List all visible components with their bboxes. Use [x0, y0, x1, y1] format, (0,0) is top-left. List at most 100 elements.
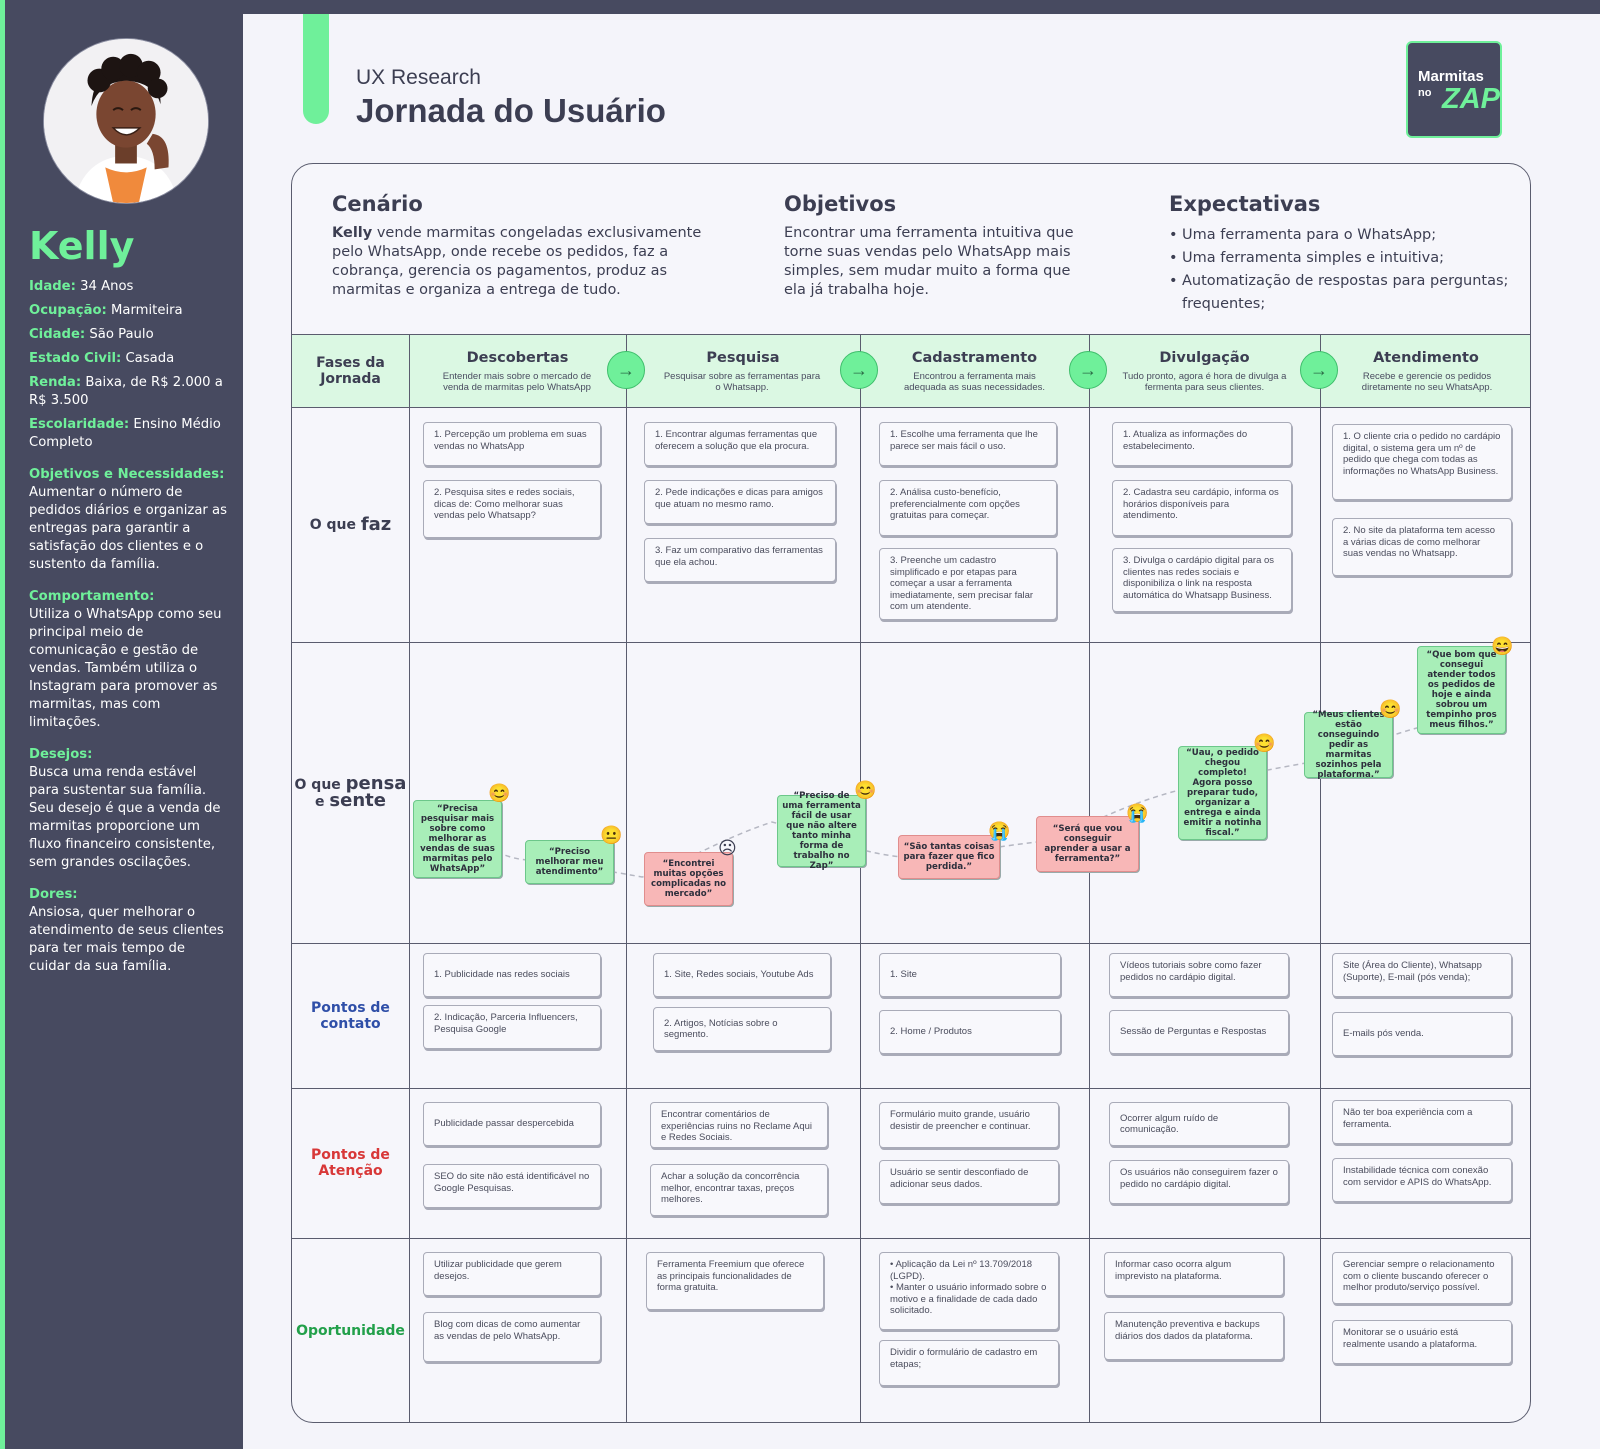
- action-card: 2. Cadastra seu cardápio, informa os hor…: [1112, 480, 1292, 536]
- thought-note: “Será que vou conseguir aprender a usar …: [1036, 816, 1139, 872]
- action-card: 1. O cliente cria o pedido no cardápio d…: [1332, 424, 1512, 500]
- divider: [292, 642, 1530, 643]
- divider: [292, 1238, 1530, 1239]
- persona-avatar: [43, 38, 209, 204]
- touchpoint-card: Sessão de Perguntas e Respostas: [1109, 1010, 1289, 1054]
- emotion-curve: [456, 721, 1443, 878]
- persona-goals: Objetivos e Necessidades:Aumentar o núme…: [29, 467, 227, 572]
- action-card: 2. Pesquisa sites e redes sociais, dicas…: [423, 480, 601, 538]
- persona-photo: [44, 39, 208, 203]
- divider: [292, 334, 1530, 335]
- persona-details: Idade: 34 Anos Ocupação: Marmiteira Cida…: [29, 278, 229, 976]
- scenario-title: Cenário: [332, 192, 423, 216]
- phase-description: Recebe e gerencie os pedidos diretamente…: [1361, 371, 1493, 393]
- thought-note: “Meus clientes estão conseguindo pedir a…: [1304, 710, 1393, 780]
- action-card: 2. Pede indicações e dicas para amigos q…: [644, 480, 836, 524]
- touchpoint-card: 1. Site, Redes sociais, Youtube Ads: [653, 953, 831, 997]
- opportunity-card: Dividir o formulário de cadastro em etap…: [879, 1340, 1059, 1386]
- row-label-attention-points: Pontos de Atenção: [311, 1147, 390, 1179]
- divider: [292, 943, 1530, 944]
- touchpoint-card: 1. Site: [879, 953, 1061, 997]
- touchpoint-card: Site (Área do Cliente), Whatsapp (Suport…: [1332, 953, 1512, 997]
- neutral-face-icon: 😐: [600, 825, 623, 845]
- action-card: 2. Análisa custo-benefício, preferencial…: [879, 480, 1057, 536]
- touchpoint-card: 2. Indicação, Parceria Influencers, Pesq…: [423, 1005, 601, 1049]
- arrow-right-icon: →: [1300, 351, 1338, 389]
- row-label-does: O que faz: [309, 513, 392, 535]
- phase-description: Entender mais sobre o mercado de venda d…: [442, 371, 592, 393]
- crying-face-icon: 😭: [1126, 803, 1149, 823]
- persona-marital-status: Estado Civil: Casada: [29, 351, 175, 366]
- crying-face-icon: 😭: [988, 821, 1011, 841]
- thought-note: “Uau, o pedido chegou completo! Agora po…: [1178, 746, 1267, 840]
- phase-title: Descobertas: [466, 350, 569, 366]
- scenario-section: Cenário Kelly vende marmitas congeladas …: [332, 192, 712, 300]
- action-card: 1. Encontrar algumas ferramentas que ofe…: [644, 422, 836, 466]
- arrow-right-icon: →: [1069, 351, 1107, 389]
- thought-note: “Precisa pesquisar mais sobre como melho…: [413, 800, 502, 878]
- header-accent-bar: [303, 14, 329, 124]
- attention-card: SEO do site não está identificável no Go…: [423, 1164, 601, 1208]
- opportunity-card: Gerenciar sempre o relacionamento com o …: [1332, 1252, 1512, 1304]
- persona-income: Renda: Baixa, de R$ 2.000 a R$ 3.500: [29, 375, 223, 408]
- left-accent-strip: [0, 0, 5, 1449]
- persona-education: Escolaridade: Ensino Médio Completo: [29, 417, 221, 450]
- persona-behavior: Comportamento:Utiliza o WhatsApp como se…: [29, 589, 222, 730]
- goals-section: Objetivos Encontrar uma ferramenta intui…: [784, 192, 1074, 300]
- arrow-right-icon: →: [607, 351, 645, 389]
- divider: [626, 334, 627, 1422]
- expectation-item: Uma ferramenta para o WhatsApp;: [1169, 224, 1514, 247]
- touchpoint-card: 2. Home / Produtos: [879, 1010, 1061, 1054]
- touchpoint-card: 1. Publicidade nas redes sociais: [423, 953, 601, 997]
- arrow-right-icon: →: [840, 351, 878, 389]
- expectations-title: Expectativas: [1169, 192, 1321, 216]
- phase-title: Divulgação: [1159, 350, 1250, 366]
- opportunity-card: Informar caso ocorra algum imprevisto na…: [1104, 1252, 1284, 1296]
- opportunity-card: Manutenção preventiva e backups diários …: [1104, 1312, 1284, 1360]
- persona-sidebar: Kelly Idade: 34 Anos Ocupação: Marmiteir…: [5, 0, 243, 1449]
- top-bar: [0, 0, 1600, 14]
- attention-card: Os usuários não conseguirem fazer o pedi…: [1109, 1160, 1289, 1204]
- happy-face-icon: 😊: [488, 783, 511, 803]
- attention-card: Encontrar comentários de experiências ru…: [650, 1102, 828, 1148]
- divider: [292, 407, 1530, 408]
- goals-title: Objetivos: [784, 192, 897, 216]
- attention-card: Publicidade passar despercebida: [423, 1102, 601, 1146]
- action-card: 3. Divulga o cardápio digital para os cl…: [1112, 548, 1292, 612]
- opportunity-card: Utilizar publicidade que gerem desejos.: [423, 1252, 601, 1296]
- action-card: 3. Faz um comparativo das ferramentas qu…: [644, 538, 836, 582]
- laughing-face-icon: 😄: [1491, 636, 1514, 656]
- attention-card: Não ter boa experiência com a ferramenta…: [1332, 1100, 1512, 1144]
- persona-age: Idade: 34 Anos: [29, 279, 134, 294]
- page-title: Jornada do Usuário: [356, 92, 666, 129]
- expectations-section: Expectativas Uma ferramenta para o Whats…: [1169, 192, 1514, 316]
- divider: [292, 1088, 1530, 1089]
- persona-name: Kelly: [29, 224, 135, 268]
- goals-text: Encontrar uma ferramenta intuitiva que t…: [784, 225, 1074, 298]
- phase-title: Atendimento: [1373, 350, 1479, 366]
- attention-card: Ocorrer algum ruído de comunicação.: [1109, 1102, 1289, 1146]
- row-label-opportunity: Oportunidade: [296, 1323, 405, 1339]
- thought-note: “Que bom que consegui atender todos os p…: [1417, 646, 1506, 734]
- thought-note: “Preciso de uma ferramenta fácil de usar…: [777, 791, 866, 871]
- phase-description: Encontrou a ferramenta mais adequada as …: [903, 371, 1046, 393]
- attention-card: Achar a solução da concorrência melhor, …: [650, 1164, 828, 1216]
- phase-title: Pesquisa: [706, 350, 780, 366]
- brand-logo: Marmitas no ZAP: [1406, 41, 1502, 138]
- divider: [860, 334, 861, 1422]
- phase-title: Cadastramento: [911, 350, 1038, 366]
- happy-face-icon: 😊: [854, 780, 877, 800]
- expectation-item: Automatização de respostas para pergunta…: [1169, 270, 1514, 316]
- expectation-item: Uma ferramenta simples e intuitiva;: [1169, 247, 1514, 270]
- opportunity-card: • Aplicação da Lei nº 13.709/2018 (LGPD)…: [879, 1252, 1059, 1330]
- divider: [409, 334, 410, 1422]
- attention-card: Instabilidade técnica com conexão com se…: [1332, 1158, 1512, 1202]
- persona-occupation: Ocupação: Marmiteira: [29, 303, 183, 318]
- touchpoint-card: 2. Artigos, Notícias sobre o segmento.: [653, 1007, 831, 1051]
- persona-desires: Desejos:Busca uma renda estável para sus…: [29, 747, 221, 870]
- action-card: 2. No site da plataforma tem acesso a vá…: [1332, 518, 1512, 576]
- row-label-thinks-feels: O que pensa e sente: [294, 772, 407, 811]
- touchpoint-card: E-mails pós venda.: [1332, 1012, 1512, 1056]
- opportunity-card: Blog com dicas de como aumentar as venda…: [423, 1312, 601, 1362]
- phase-description: Pesquisar sobre as ferramentas para o Wh…: [663, 371, 821, 393]
